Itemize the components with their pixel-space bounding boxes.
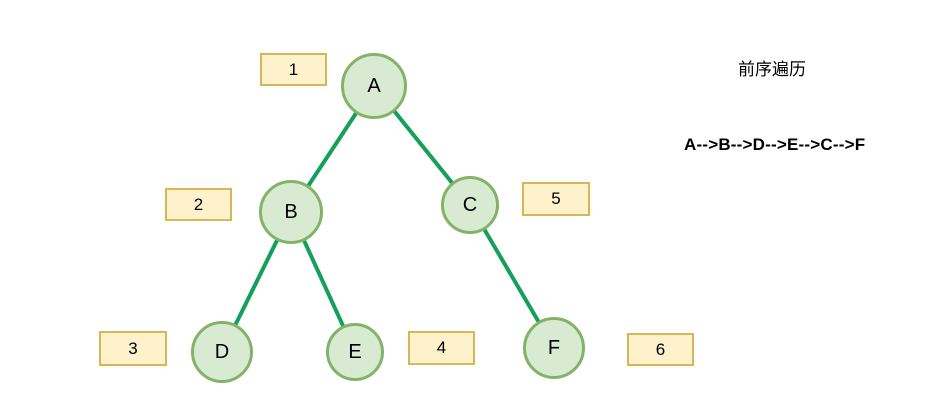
visit-order-label: 3 — [128, 338, 138, 358]
visit-order-label: 5 — [551, 189, 561, 208]
tree-node-label: C — [462, 193, 478, 216]
tree-node-label: D — [214, 340, 230, 363]
tree-edge-b-d — [233, 238, 280, 326]
visit-order-box-3[interactable]: 3 — [99, 331, 167, 366]
tree-edge-a-c — [392, 109, 454, 185]
visit-order-box-2[interactable]: 2 — [165, 188, 232, 221]
visit-order-box-6[interactable]: 6 — [627, 333, 694, 366]
visit-order-label: 4 — [436, 338, 447, 357]
traversal-sequence: A-->B-->D-->E-->C-->F — [684, 135, 866, 154]
tree-node-f[interactable]: F — [523, 317, 585, 379]
visit-order-box-4[interactable]: 4 — [408, 331, 475, 365]
tree-node-e[interactable]: E — [326, 323, 384, 381]
tree-node-b[interactable]: B — [259, 180, 323, 244]
tree-node-c[interactable]: C — [441, 176, 499, 234]
visit-order-label: 6 — [655, 339, 666, 359]
visit-order-label: 2 — [193, 194, 204, 214]
tree-node-label: F — [547, 336, 561, 359]
visit-order-box-1[interactable]: 1 — [260, 53, 327, 86]
tree-node-d[interactable]: D — [191, 321, 253, 383]
tree-edge-c-f — [482, 228, 541, 324]
tree-edge-b-e — [302, 239, 346, 328]
tree-node-label: A — [367, 74, 381, 97]
tree-node-a[interactable]: A — [341, 53, 407, 119]
visit-order-label: 1 — [288, 59, 299, 79]
traversal-title: 前序遍历 — [738, 60, 806, 79]
tree-node-label: B — [284, 200, 298, 223]
tree-edge-a-b — [306, 111, 359, 188]
visit-order-box-5[interactable]: 5 — [522, 182, 590, 216]
tree-node-label: E — [348, 340, 362, 363]
